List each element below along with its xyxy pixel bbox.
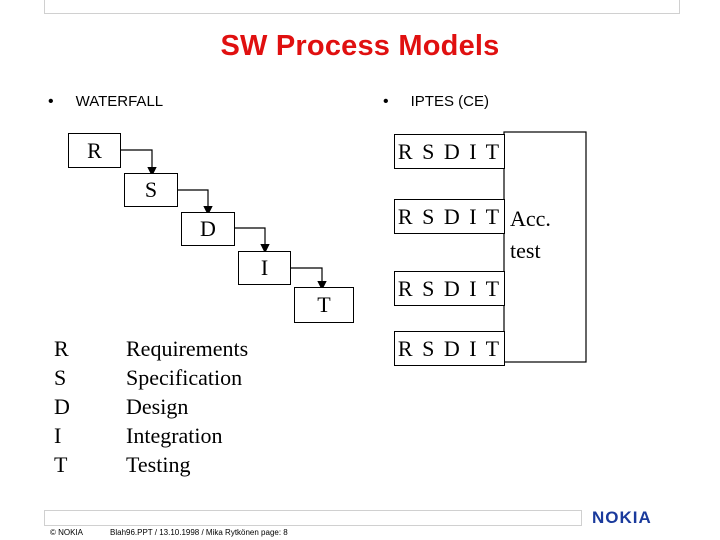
legend-words: Requirements Specification Design Integr…	[126, 334, 248, 479]
arrow-s-to-d	[178, 189, 213, 216]
bottom-decor-bar	[44, 510, 582, 526]
bullet-waterfall: • WATERFALL	[48, 93, 163, 111]
arrow-r-to-s	[121, 149, 157, 177]
waterfall-box-s: S	[124, 173, 178, 207]
legend-letter: S	[54, 365, 67, 390]
nokia-logo: NOKIA	[592, 508, 652, 527]
acc-test-label-line1: Acc.	[510, 206, 551, 231]
legend-letters: R S D I T	[54, 334, 70, 479]
iptes-row-3: R S D I T	[394, 271, 505, 306]
legend-letter: T	[54, 452, 68, 477]
legend-word: Integration	[126, 423, 223, 448]
waterfall-box-d: D	[181, 212, 235, 246]
iptes-row-1: R S D I T	[394, 134, 505, 169]
arrow-i-to-t	[291, 267, 327, 291]
legend-letter: D	[54, 394, 70, 419]
legend-word: Specification	[126, 365, 243, 390]
legend-word: Requirements	[126, 336, 249, 361]
slide-title: SW Process Models	[220, 30, 500, 62]
iptes-bracket	[503, 131, 587, 363]
waterfall-box-r: R	[68, 133, 121, 168]
footer-info: Blah96.PPT / 13.10.1998 / Mika Rytkönen …	[110, 528, 288, 537]
top-decor-bar	[44, 0, 680, 14]
bullet-marker: •	[48, 93, 54, 110]
footer-copyright: © NOKIA	[50, 528, 84, 537]
bullet-waterfall-label: WATERFALL	[75, 93, 164, 110]
bullet-iptes: • IPTES (CE)	[383, 93, 489, 111]
waterfall-box-t: T	[294, 287, 354, 323]
iptes-row-2: R S D I T	[394, 199, 505, 234]
bullet-iptes-label: IPTES (CE)	[410, 93, 489, 110]
legend-word: Testing	[126, 452, 191, 477]
legend-letter: I	[54, 423, 62, 448]
arrow-d-to-i	[235, 227, 270, 254]
acc-test-label-line2: test	[510, 238, 541, 263]
bullet-marker: •	[383, 93, 389, 110]
legend-word: Design	[126, 394, 189, 419]
iptes-row-4: R S D I T	[394, 331, 505, 366]
legend-letter: R	[54, 336, 69, 361]
waterfall-box-i: I	[238, 251, 291, 285]
